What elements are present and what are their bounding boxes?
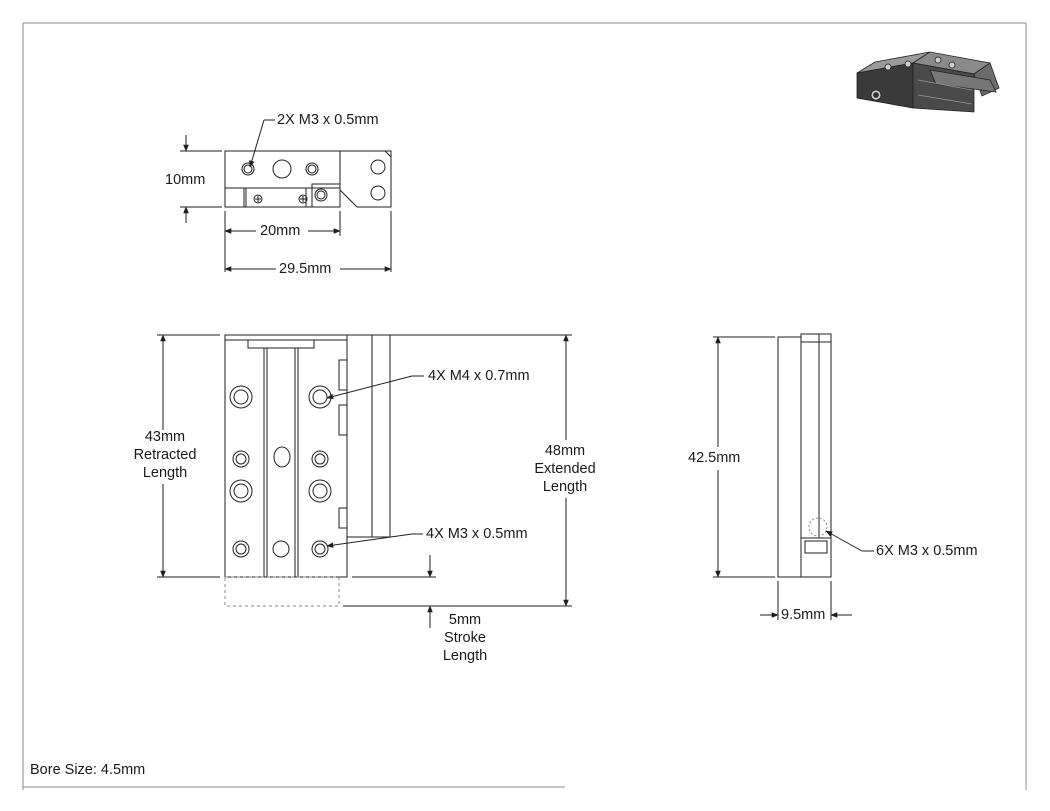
top-thread-callout: 2X M3 x 0.5mm — [277, 112, 379, 128]
stroke-length-dimension: 5mm Stroke Length — [430, 611, 500, 665]
extended-value: 48mm — [544, 443, 586, 459]
bore-size-label: Bore Size: 4.5mm — [30, 762, 146, 778]
stroke-length-word: Length — [442, 648, 488, 664]
side-width-dimension: 9.5mm — [781, 607, 826, 623]
side-thread-callout: 6X M3 x 0.5mm — [876, 543, 978, 559]
retracted-length-word: Length — [142, 465, 188, 481]
top-overall-dimension: 29.5mm — [279, 261, 332, 277]
stroke-word: Stroke — [444, 630, 486, 646]
isometric-thumbnail — [856, 51, 1000, 113]
m3-thread-callout: 4X M3 x 0.5mm — [426, 526, 528, 542]
retracted-length-dimension: 43mm Retracted Length — [120, 428, 210, 482]
side-view-dimensions — [713, 336, 874, 620]
extended-length-dimension: 48mm Extended Length — [520, 442, 610, 496]
top-width-dimension: 20mm — [260, 223, 301, 239]
sheet-border — [22, 22, 1027, 790]
stroke-value: 5mm — [448, 612, 482, 628]
top-view-dimensions — [180, 119, 392, 272]
extended-word: Extended — [534, 461, 596, 477]
top-hole-left — [241, 162, 255, 176]
side-view — [777, 333, 832, 578]
front-view-dimensions — [157, 334, 572, 628]
retracted-word: Retracted — [133, 447, 197, 463]
top-view — [224, 150, 392, 208]
top-height-dimension: 10mm — [165, 172, 206, 188]
side-height-dimension: 42.5mm — [688, 450, 741, 466]
front-view — [224, 334, 391, 578]
m4-thread-callout: 4X M4 x 0.7mm — [428, 368, 530, 384]
extended-stroke-outline — [224, 576, 340, 607]
retracted-value: 43mm — [144, 429, 186, 445]
extended-length-word: Length — [542, 479, 588, 495]
